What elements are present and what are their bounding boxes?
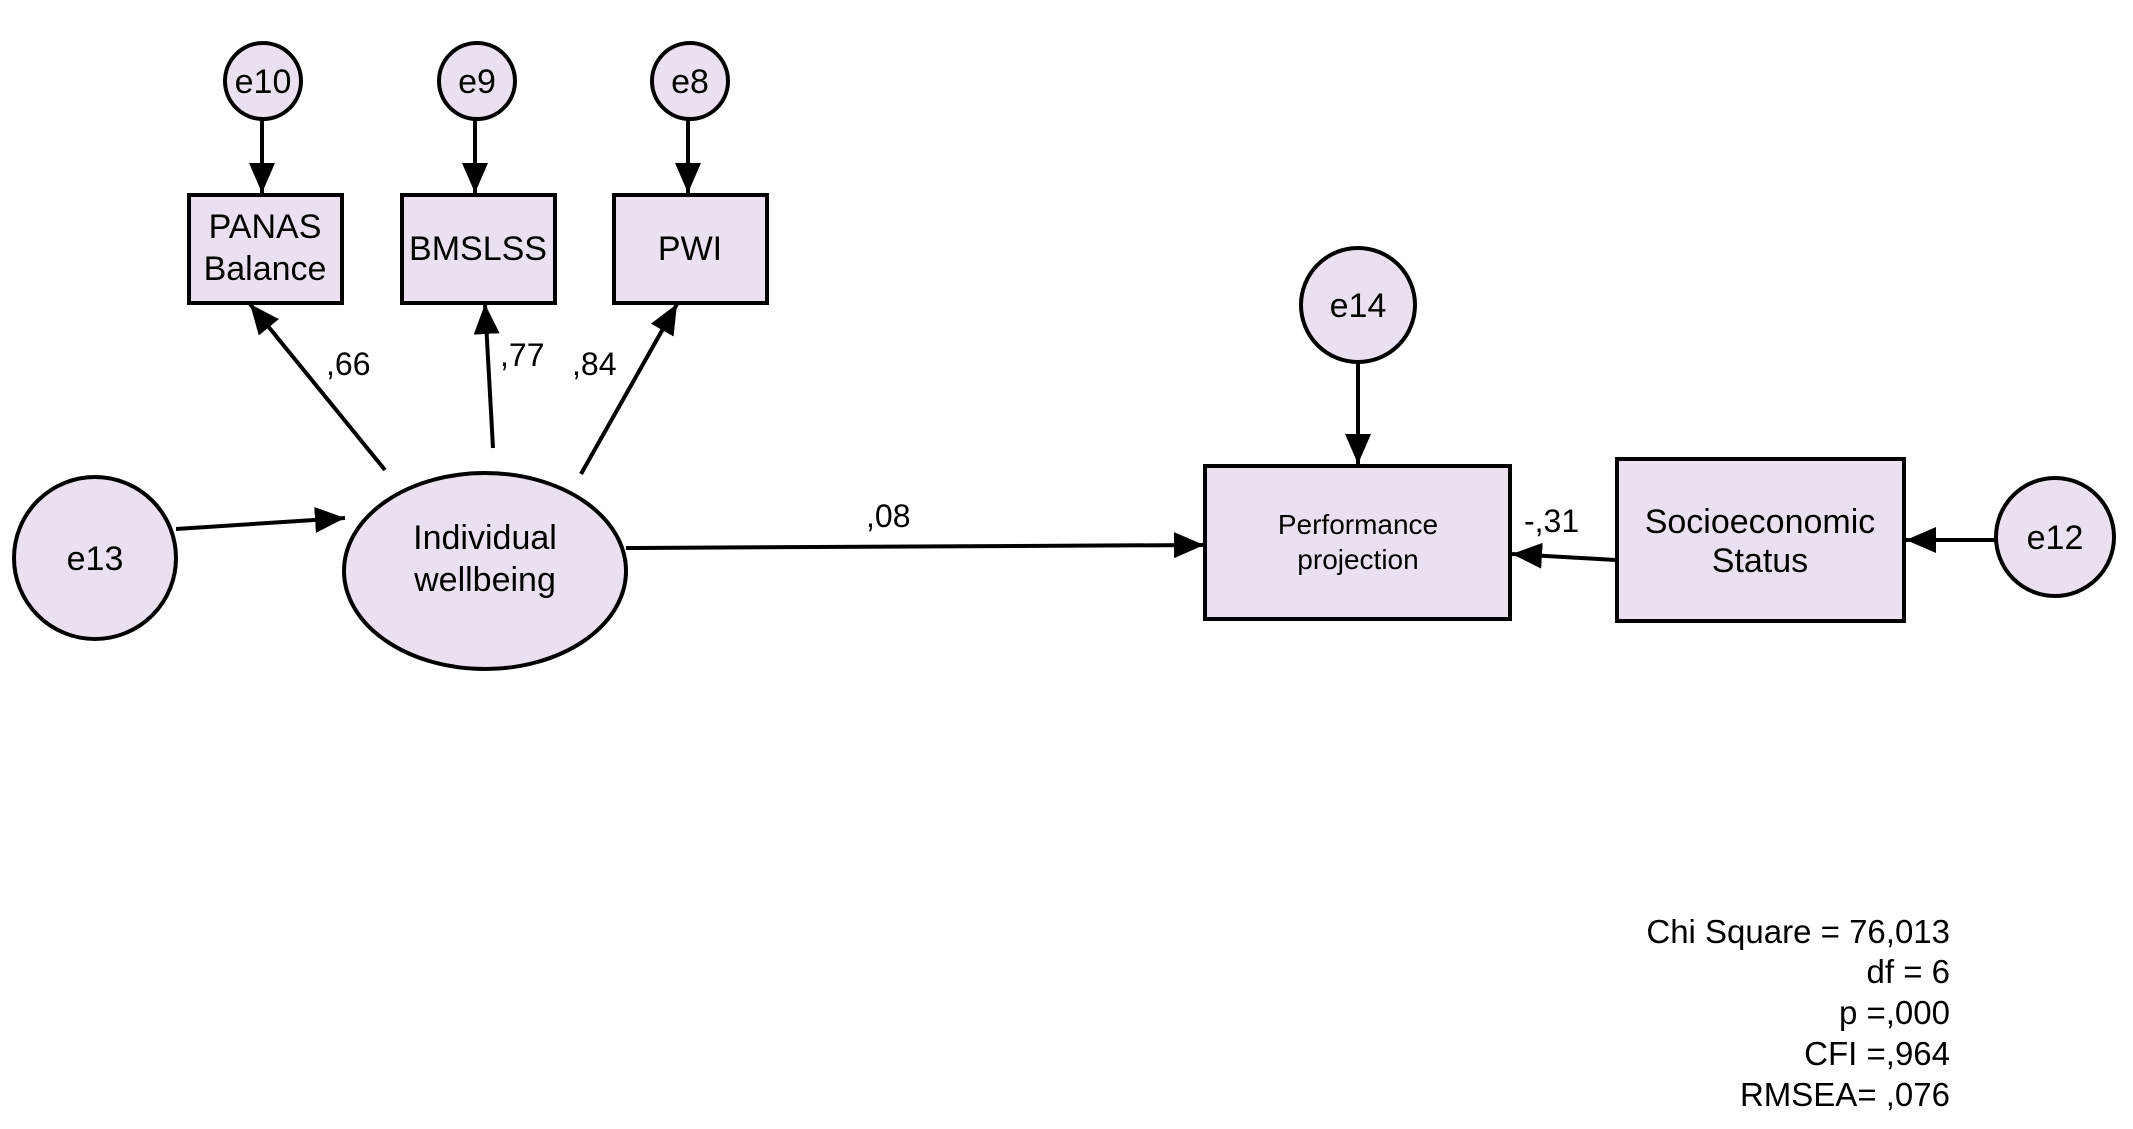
panas-label-line2: Balance: [204, 250, 327, 288]
edge-iw-perf: [625, 532, 1205, 559]
pwi-box: [612, 193, 769, 305]
edge-iw-pwi: [579, 303, 679, 475]
panas-box: [187, 193, 344, 305]
e9-label: e9: [458, 63, 496, 101]
bmslss-box: [400, 193, 557, 305]
e10-label: e10: [235, 63, 292, 101]
fit-rmsea: RMSEA= ,076: [1740, 1076, 1950, 1113]
e9-circle: [437, 41, 517, 121]
coef-iw-perf: ,08: [866, 498, 910, 534]
e14-label: e14: [1330, 287, 1387, 325]
coef-panas: ,66: [326, 346, 370, 382]
e14-circle: [1299, 246, 1417, 364]
fit-statistics: Chi Square = 76,013 df = 6 p =,000 CFI =…: [1646, 913, 1950, 1113]
performance-projection-line2: projection: [1297, 544, 1418, 575]
individual-wellbeing-line1: Individual: [413, 519, 557, 557]
performance-projection-box: [1203, 464, 1512, 621]
socioeconomic-status-line1: Socioeconomic: [1645, 503, 1876, 541]
panas-label-line1: PANAS: [209, 208, 322, 246]
socioeconomic-status-line2: Status: [1712, 542, 1808, 580]
coef-pwi: ,84: [572, 346, 616, 382]
fit-cfi: CFI =,964: [1804, 1035, 1950, 1072]
edge-iw-panas: [248, 302, 387, 472]
coef-ses-perf: -,31: [1524, 503, 1579, 539]
pwi-label: PWI: [658, 230, 722, 268]
edge-ses-perf: [1511, 542, 1617, 569]
bmslss-label: BMSLSS: [409, 230, 547, 268]
e12-circle: [1994, 476, 2116, 598]
e13-circle: [12, 475, 178, 641]
socioeconomic-status-box: [1615, 457, 1906, 623]
fit-p: p =,000: [1839, 994, 1950, 1031]
e10-circle: [223, 41, 303, 121]
coef-bmslss: ,77: [500, 337, 544, 373]
edge-e13-iw: [175, 506, 346, 533]
e8-circle: [650, 41, 730, 121]
e12-label: e12: [2027, 519, 2084, 557]
individual-wellbeing-line2: wellbeing: [413, 561, 556, 599]
e13-label: e13: [67, 540, 124, 578]
fit-chi-square: Chi Square = 76,013: [1646, 913, 1950, 950]
e8-label: e8: [671, 63, 709, 101]
individual-wellbeing-ellipse: [342, 471, 628, 671]
edge-iw-bmslss: [473, 303, 500, 449]
fit-df: df = 6: [1867, 953, 1950, 990]
performance-projection-line1: Performance: [1278, 509, 1438, 540]
